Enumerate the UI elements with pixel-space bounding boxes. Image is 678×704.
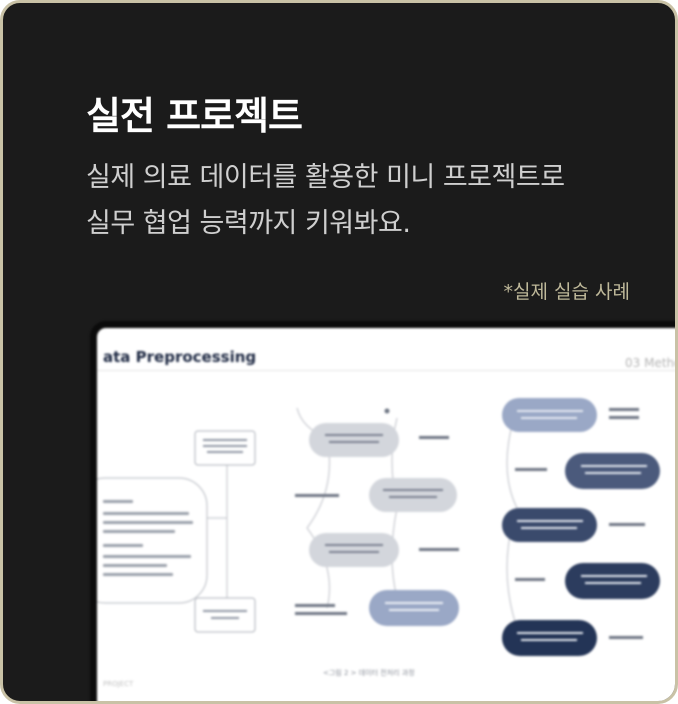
label-merge-box: [194, 430, 256, 466]
node-rule-1: [502, 398, 597, 432]
input-data-box: [97, 477, 208, 604]
slide-screenshot: ata Preprocessing 03 Metho: [90, 321, 678, 701]
node-rule-4: [565, 563, 660, 599]
slide-footer: PROJECT: [103, 680, 134, 688]
preprocessing-flow-diagram: [97, 398, 660, 656]
node-column-drop: [309, 423, 399, 457]
slide-title: ata Preprocessing: [103, 348, 257, 366]
card-description: 실제 의료 데이터를 활용한 미니 프로젝트로 실무 협업 능력까지 키워봐요.: [86, 155, 565, 247]
diagram-caption: <그림 2 > 데이터 전처리 과정: [323, 669, 415, 677]
slide-header-divider: [97, 370, 675, 371]
split-data-box: [194, 597, 256, 633]
node-rule-3: [502, 508, 597, 542]
description-line-1: 실제 의료 데이터를 활용한 미니 프로젝트로: [86, 162, 565, 193]
node-rule-5: [502, 620, 597, 656]
node-scaling: [369, 590, 459, 626]
node-outlier-check: [309, 533, 399, 567]
node-rule-2: [565, 453, 660, 489]
card-title: 실전 프로젝트: [86, 94, 303, 138]
slide-section-label: 03 Metho: [625, 356, 678, 370]
example-note: *실제 실습 사례: [503, 281, 630, 303]
node-null-filter: [369, 478, 457, 512]
description-line-2: 실무 협업 능력까지 키워봐요.: [86, 208, 411, 239]
